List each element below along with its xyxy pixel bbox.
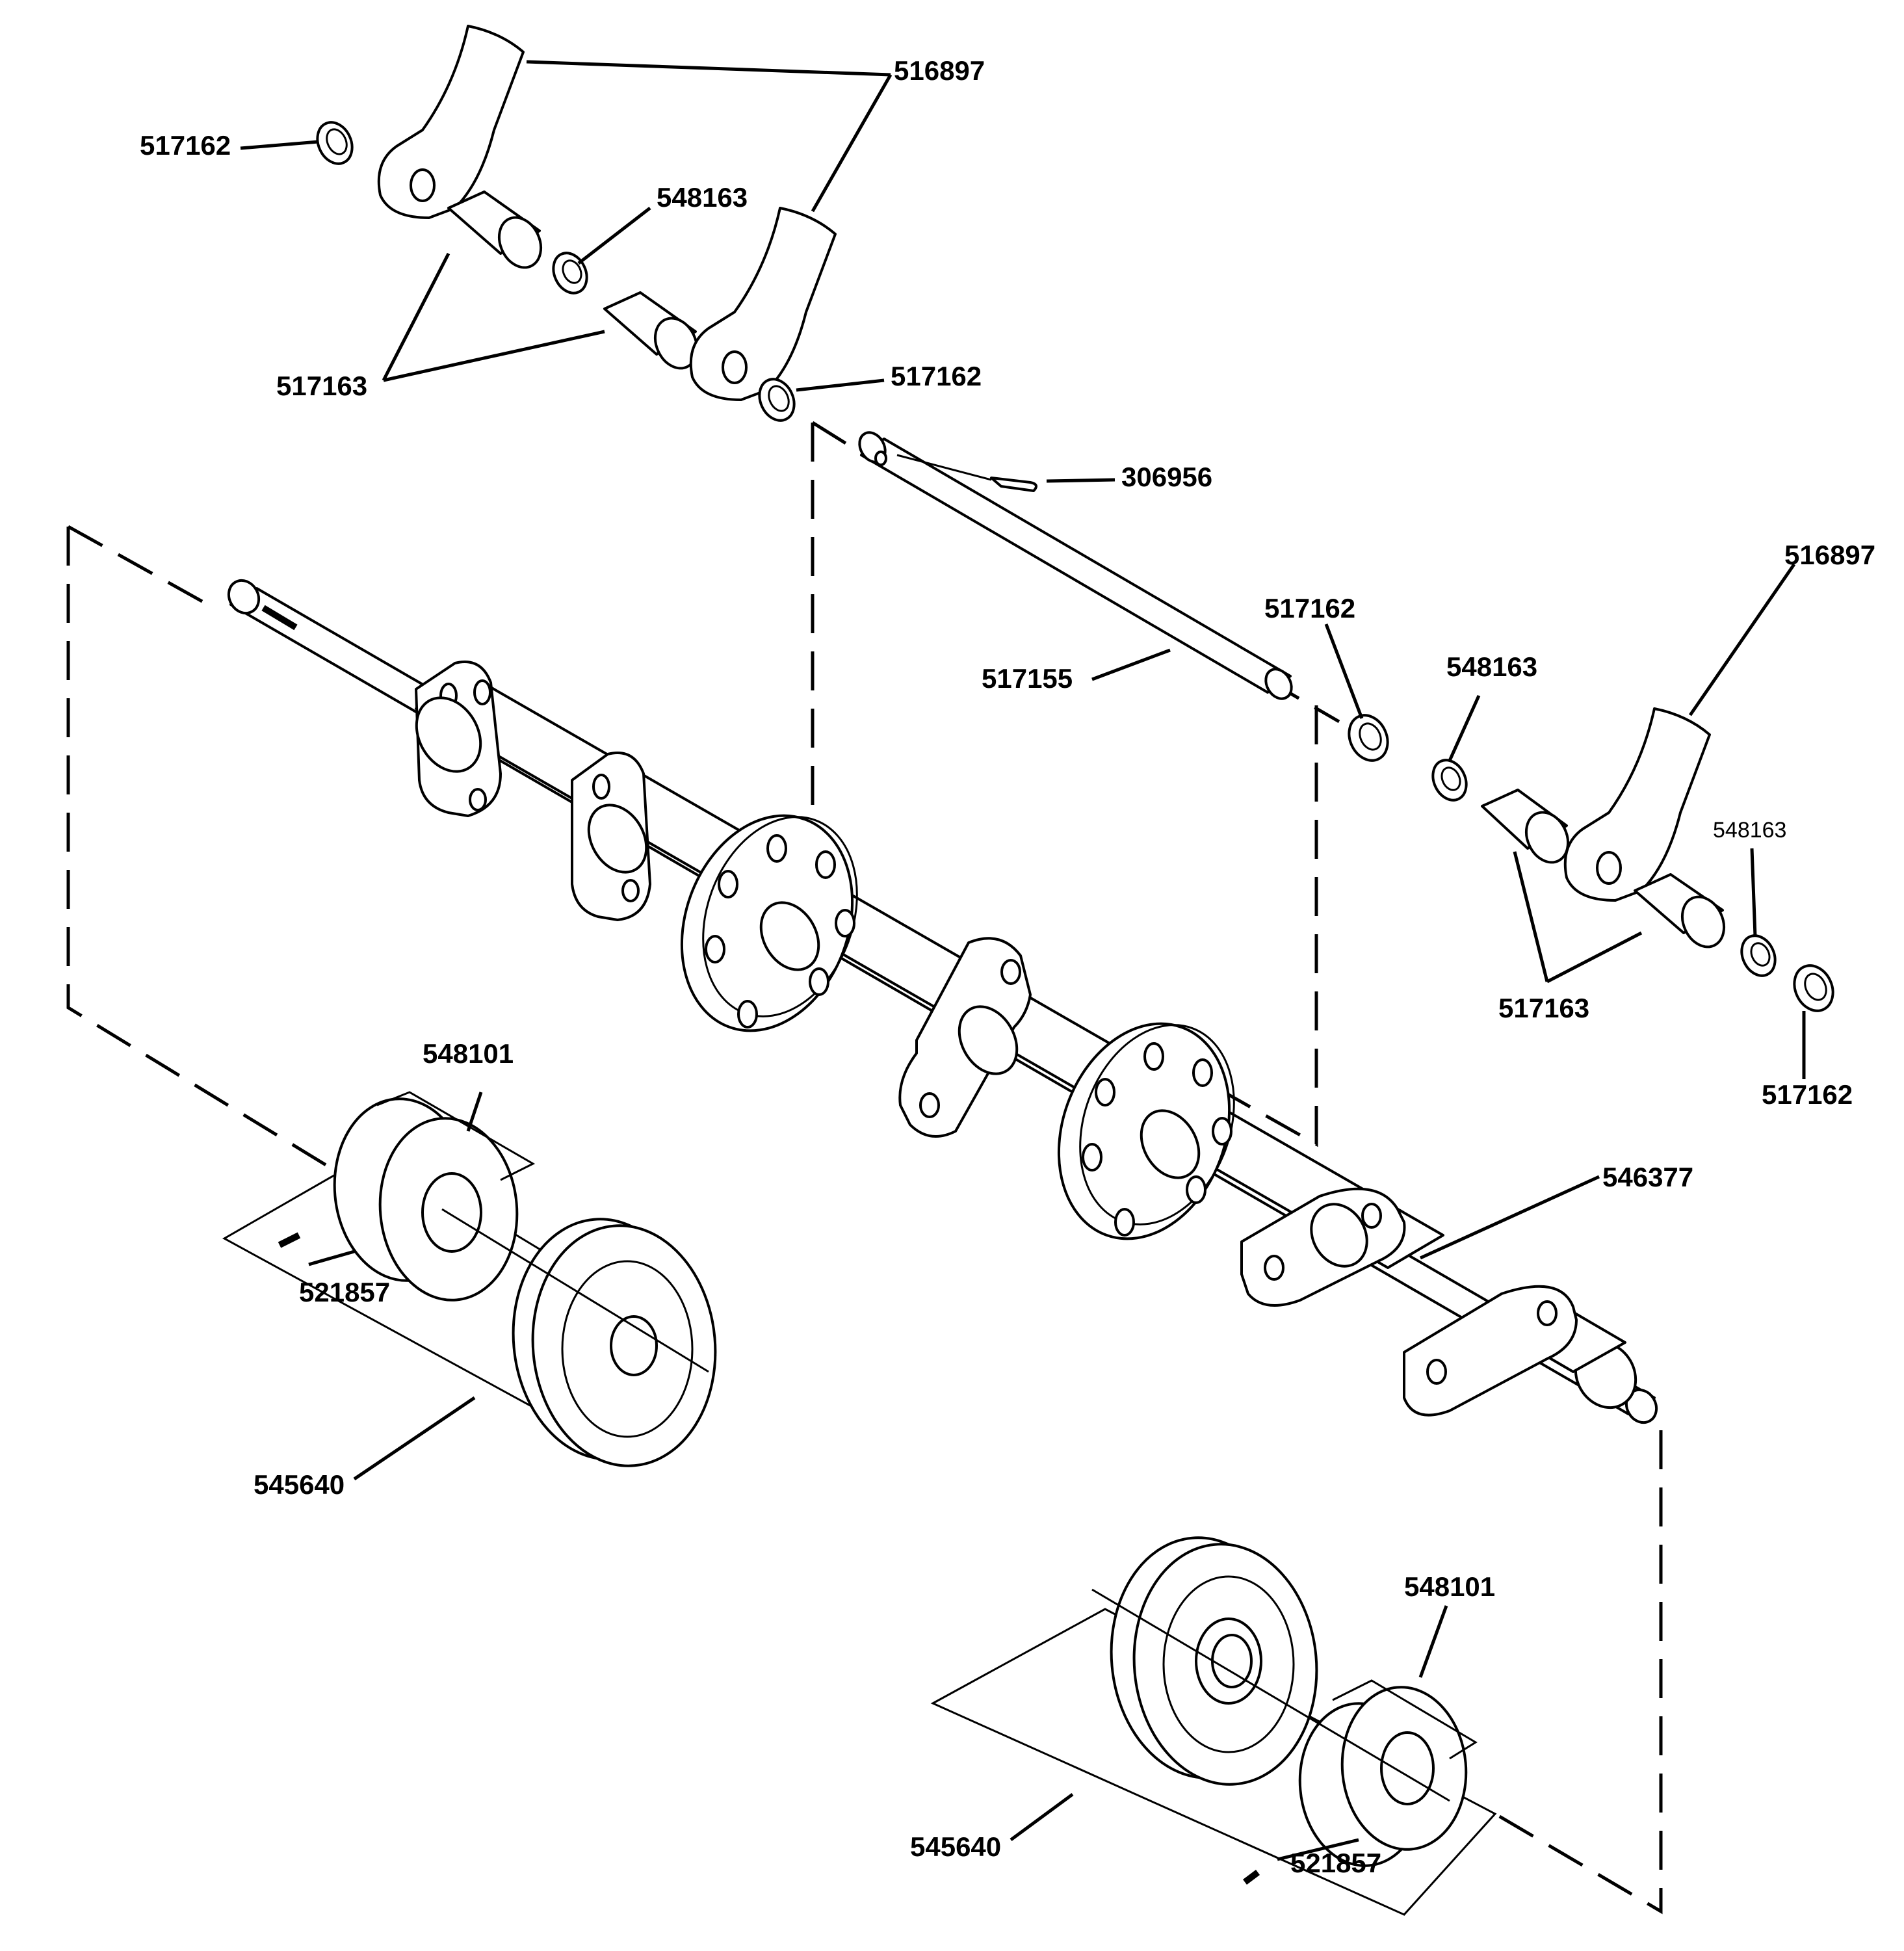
- main-shaft-assembly: [227, 579, 1658, 1424]
- label-517162-mid: 517162: [891, 361, 982, 391]
- pin-517155: [858, 431, 1293, 700]
- flange-disc-2: [1057, 1022, 1235, 1240]
- flange-disc-1: [680, 814, 858, 1032]
- label-548101-right: 548101: [1404, 1571, 1495, 1602]
- label-516897-top: 516897: [894, 55, 985, 86]
- upper-arm-assembly-1: [316, 25, 699, 370]
- mount-plate-4: [1240, 1187, 1406, 1307]
- label-548163-far-right: 548163: [1713, 818, 1786, 843]
- label-545640-right: 545640: [910, 1831, 1001, 1862]
- label-517162-right-upper: 517162: [1264, 593, 1355, 623]
- label-521857-right: 521857: [1290, 1848, 1381, 1878]
- label-548163-right: 548163: [1446, 651, 1537, 682]
- mount-plate-1: [415, 661, 502, 817]
- label-548101-left: 548101: [423, 1038, 514, 1069]
- mount-plate-3: [898, 937, 1032, 1138]
- label-545640-left: 545640: [254, 1469, 345, 1500]
- upper-arm-assembly-2: [689, 207, 837, 422]
- right-arm-assembly: [1348, 707, 1834, 1012]
- pulley-group-left: [222, 1091, 717, 1467]
- label-548163-top: 548163: [657, 182, 748, 213]
- pulley-group-right: [930, 1536, 1497, 1916]
- label-517155: 517155: [982, 663, 1073, 694]
- label-521857-left: 521857: [299, 1277, 390, 1307]
- label-516897-right: 516897: [1784, 540, 1875, 570]
- mount-plate-2: [571, 752, 651, 921]
- label-306956: 306956: [1121, 462, 1212, 492]
- part-labels: 516897 517162 548163 517163 517162 30695…: [140, 55, 1875, 1878]
- label-546377: 546377: [1602, 1162, 1693, 1192]
- label-517162-right-lower: 517162: [1762, 1079, 1853, 1110]
- leader-lines: [240, 60, 1806, 1861]
- label-517163-right: 517163: [1498, 993, 1589, 1023]
- label-517163-top: 517163: [276, 371, 367, 401]
- mount-plate-5: [1403, 1285, 1578, 1417]
- label-517162-top: 517162: [140, 130, 231, 161]
